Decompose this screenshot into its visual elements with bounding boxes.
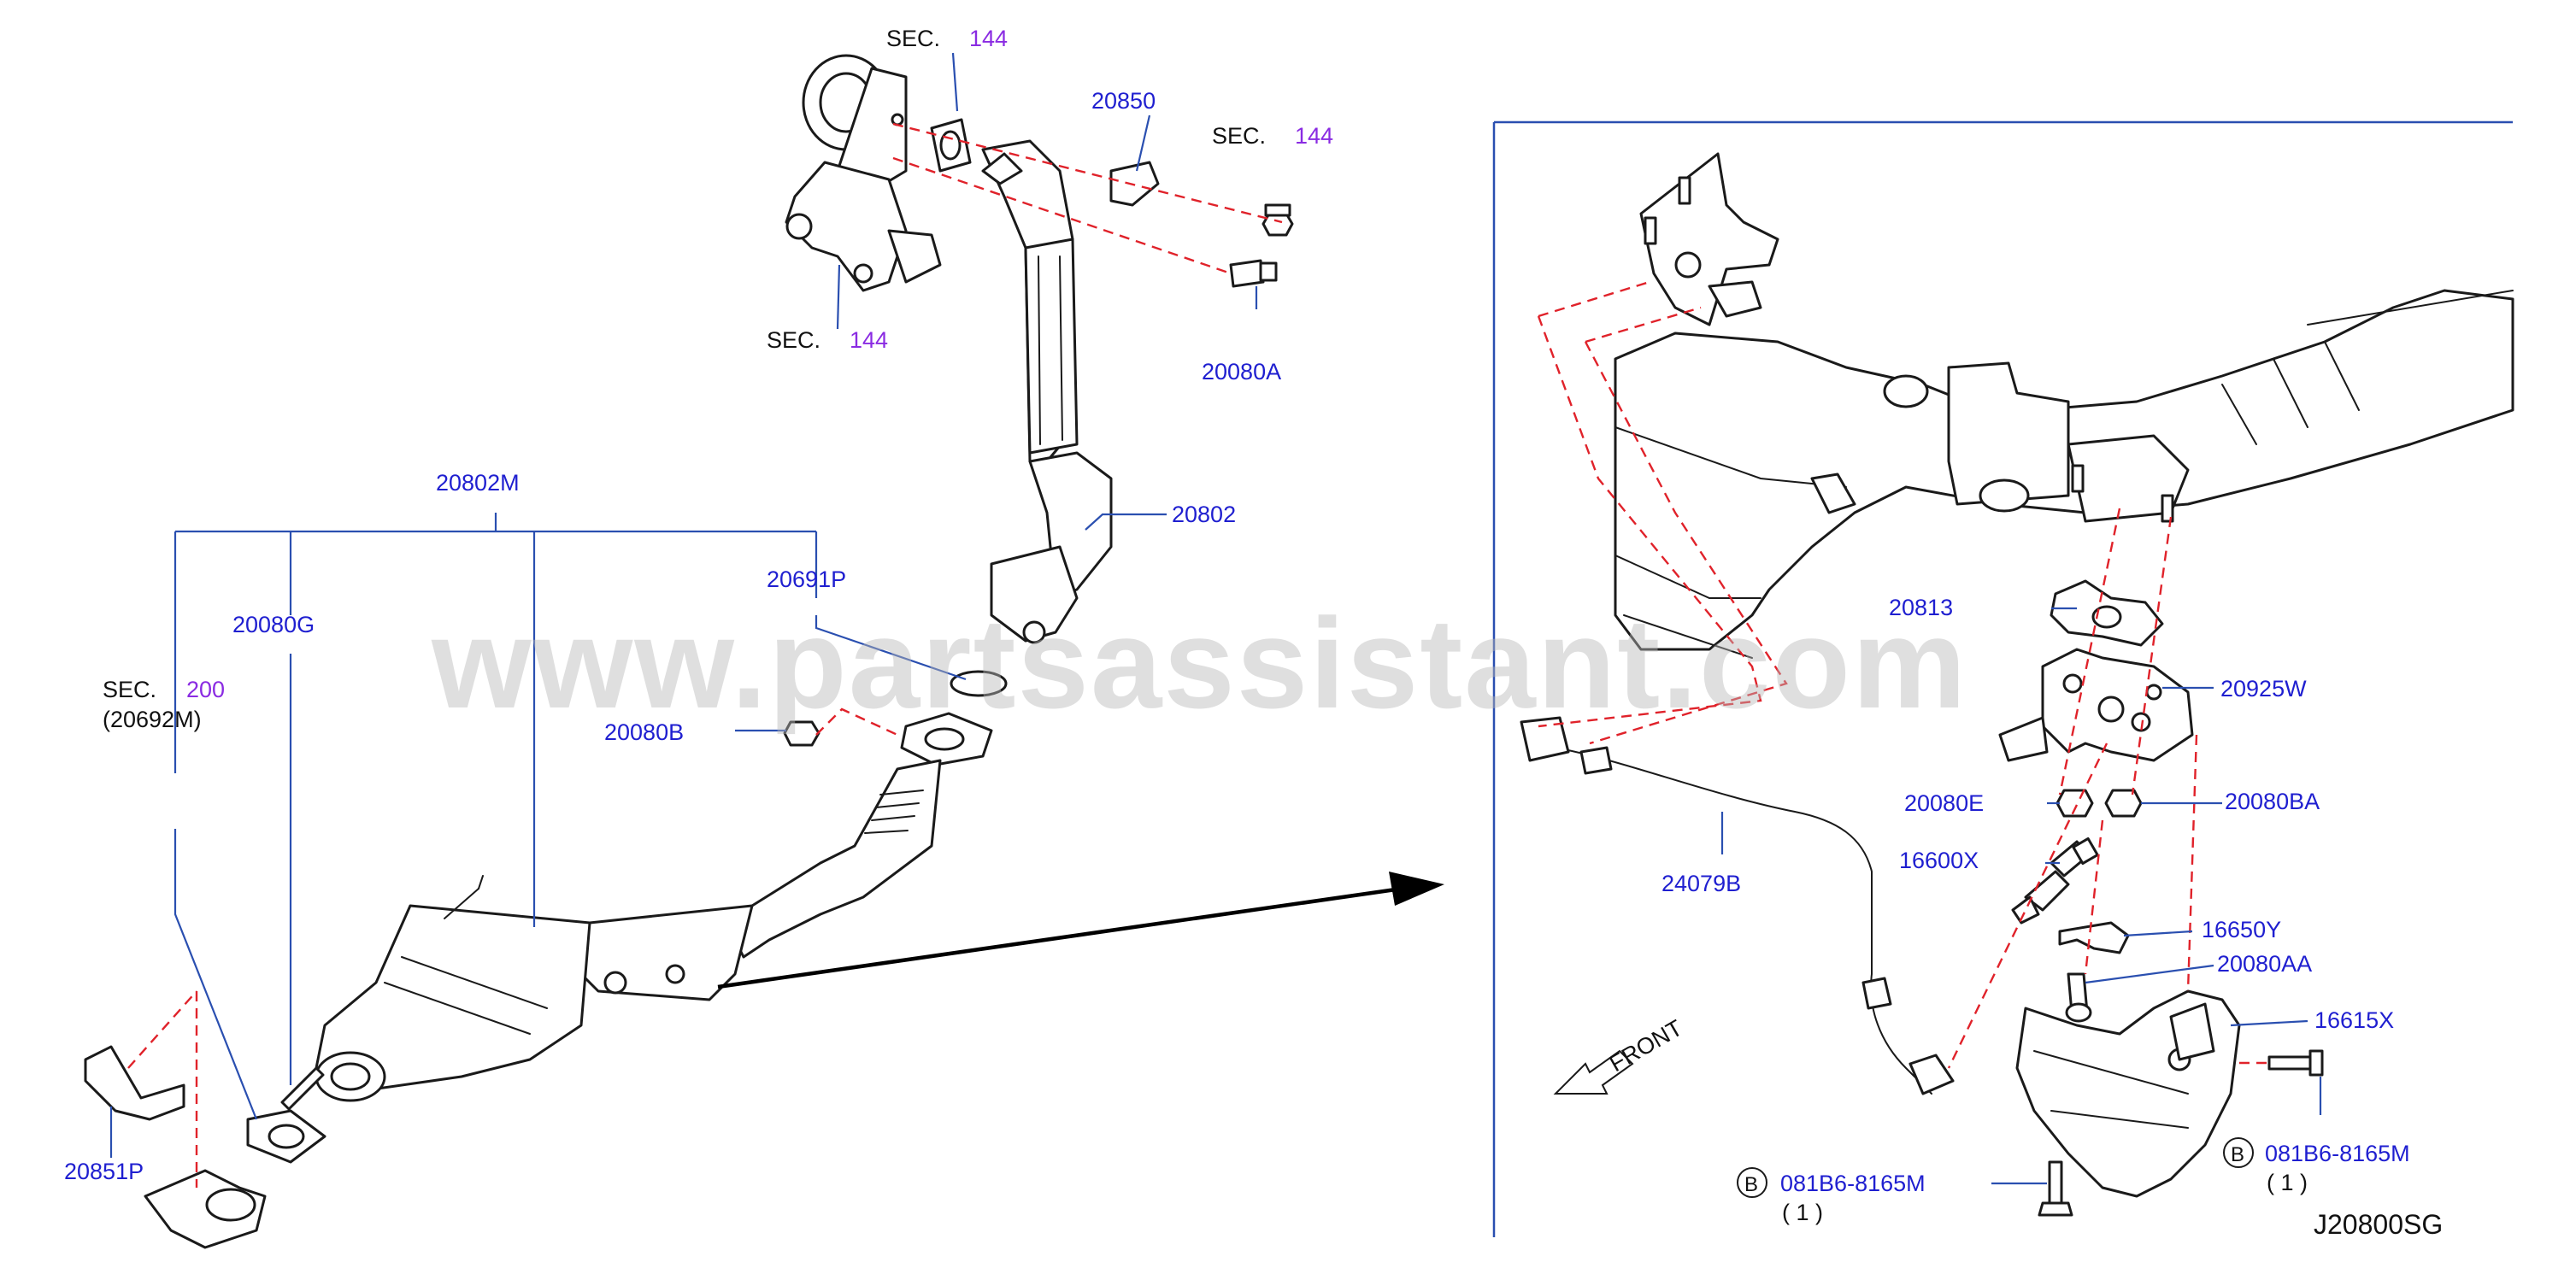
sec-label-right-number[interactable]: 144	[1295, 123, 1333, 149]
diagram-code: J20800SG	[2314, 1209, 2443, 1240]
watermark: www.partsassistant.com	[431, 591, 1967, 735]
part-label-20080a[interactable]: 20080A	[1202, 359, 1281, 385]
front-exhaust-pipe-drawing	[981, 139, 1113, 644]
part-label-20925w[interactable]: 20925W	[2220, 676, 2307, 702]
sensor-16600x-drawing	[2011, 837, 2099, 925]
bolt-20080a-drawing	[1229, 259, 1278, 288]
bolt-part-right: 081B6-8165M	[2265, 1141, 2410, 1166]
nut-drawing	[1262, 203, 1294, 237]
part-label-20080b[interactable]: 20080B	[604, 719, 684, 745]
cross-member-drawing	[1614, 289, 2514, 659]
sec-label-top-prefix: SEC.	[886, 26, 940, 51]
insulator-20851p-drawing	[84, 1045, 185, 1121]
sec-label-200-sub: (20692M)	[103, 707, 202, 732]
flange-drawing	[900, 712, 993, 766]
part-label-16650y[interactable]: 16650Y	[2202, 917, 2281, 942]
sec-label-200-prefix: SEC.	[103, 677, 156, 702]
stud-20080g-drawing	[280, 1066, 325, 1111]
part-label-20851p[interactable]: 20851P	[64, 1159, 144, 1184]
nut-20080b-drawing	[783, 720, 820, 747]
part-label-20802m[interactable]: 20802M	[436, 470, 520, 496]
detail-frame	[1492, 120, 2513, 1237]
sec-label-top-number[interactable]: 144	[969, 26, 1008, 51]
sec-label-lower-prefix: SEC.	[767, 327, 820, 353]
rear-pipe-drawing	[144, 1169, 267, 1249]
bolt-qty-left: ( 1 )	[1782, 1200, 1823, 1225]
leader-lines-left	[109, 52, 1258, 1158]
front-bracket-drawing	[1639, 152, 1779, 326]
stud-drawing	[2071, 464, 2174, 523]
bolt-081b6-right-drawing	[2267, 1049, 2324, 1077]
bolt-callout-left[interactable]: B 081B6-8165M ( 1 )	[1737, 1167, 1926, 1225]
front-label: FRONT	[1605, 1015, 1687, 1077]
part-label-20080g[interactable]: 20080G	[232, 612, 315, 637]
bolt-callout-right[interactable]: B 081B6-8165M ( 1 )	[2223, 1137, 2410, 1195]
part-label-24079b[interactable]: 24079B	[1661, 871, 1741, 896]
bolt-20080aa-drawing	[2065, 972, 2092, 1023]
bolt-081b6-lower-drawing	[2038, 1160, 2073, 1217]
part-label-16615x[interactable]: 16615X	[2314, 1007, 2394, 1033]
lower-gasket-drawing	[246, 1109, 326, 1164]
bracket-20925w-drawing	[1998, 648, 2194, 762]
part-label-20691p[interactable]: 20691P	[767, 566, 846, 592]
part-label-20080ba[interactable]: 20080BA	[2225, 789, 2320, 814]
catalytic-converter-drawing	[315, 759, 942, 1102]
alignment-lines-left	[127, 122, 1283, 1188]
ring-gasket-drawing	[950, 670, 1008, 697]
bolt-part-left: 081B6-8165M	[1780, 1171, 1926, 1196]
leader-lines-right	[1720, 607, 2322, 1185]
part-label-16600x[interactable]: 16600X	[1899, 848, 1979, 873]
plate-20813-drawing	[2050, 579, 2164, 647]
bolt-qty-right: ( 1 )	[2267, 1170, 2308, 1195]
bracket-20850-drawing	[1109, 161, 1160, 207]
part-label-20080e[interactable]: 20080E	[1904, 790, 1984, 816]
turbo-gasket-drawing	[930, 118, 972, 173]
bolt-badge-right: B	[2231, 1143, 2244, 1166]
nut-20080e-drawing	[2056, 789, 2094, 818]
clip-16650y-drawing	[2058, 921, 2130, 954]
part-label-20813[interactable]: 20813	[1889, 595, 1953, 620]
part-label-20080aa[interactable]: 20080AA	[2217, 951, 2312, 977]
nut-20080ba-drawing	[2104, 789, 2143, 818]
sec-label-lower-number[interactable]: 144	[850, 327, 888, 353]
heat-shield-16615x-drawing	[2015, 989, 2241, 1198]
part-label-20850[interactable]: 20850	[1091, 88, 1156, 114]
detail-arrow	[717, 872, 1444, 989]
bolt-badge-left: B	[1744, 1173, 1758, 1196]
front-direction-arrow	[1553, 1049, 1634, 1095]
alignment-lines-right	[1537, 280, 2269, 1069]
part-label-20802[interactable]: 20802	[1172, 502, 1236, 527]
sec-label-right-prefix: SEC.	[1212, 123, 1266, 149]
sec-label-200-number[interactable]: 200	[186, 677, 225, 702]
harness-24079b-drawing	[1520, 716, 1955, 1095]
turbocharger-drawing	[785, 54, 942, 292]
